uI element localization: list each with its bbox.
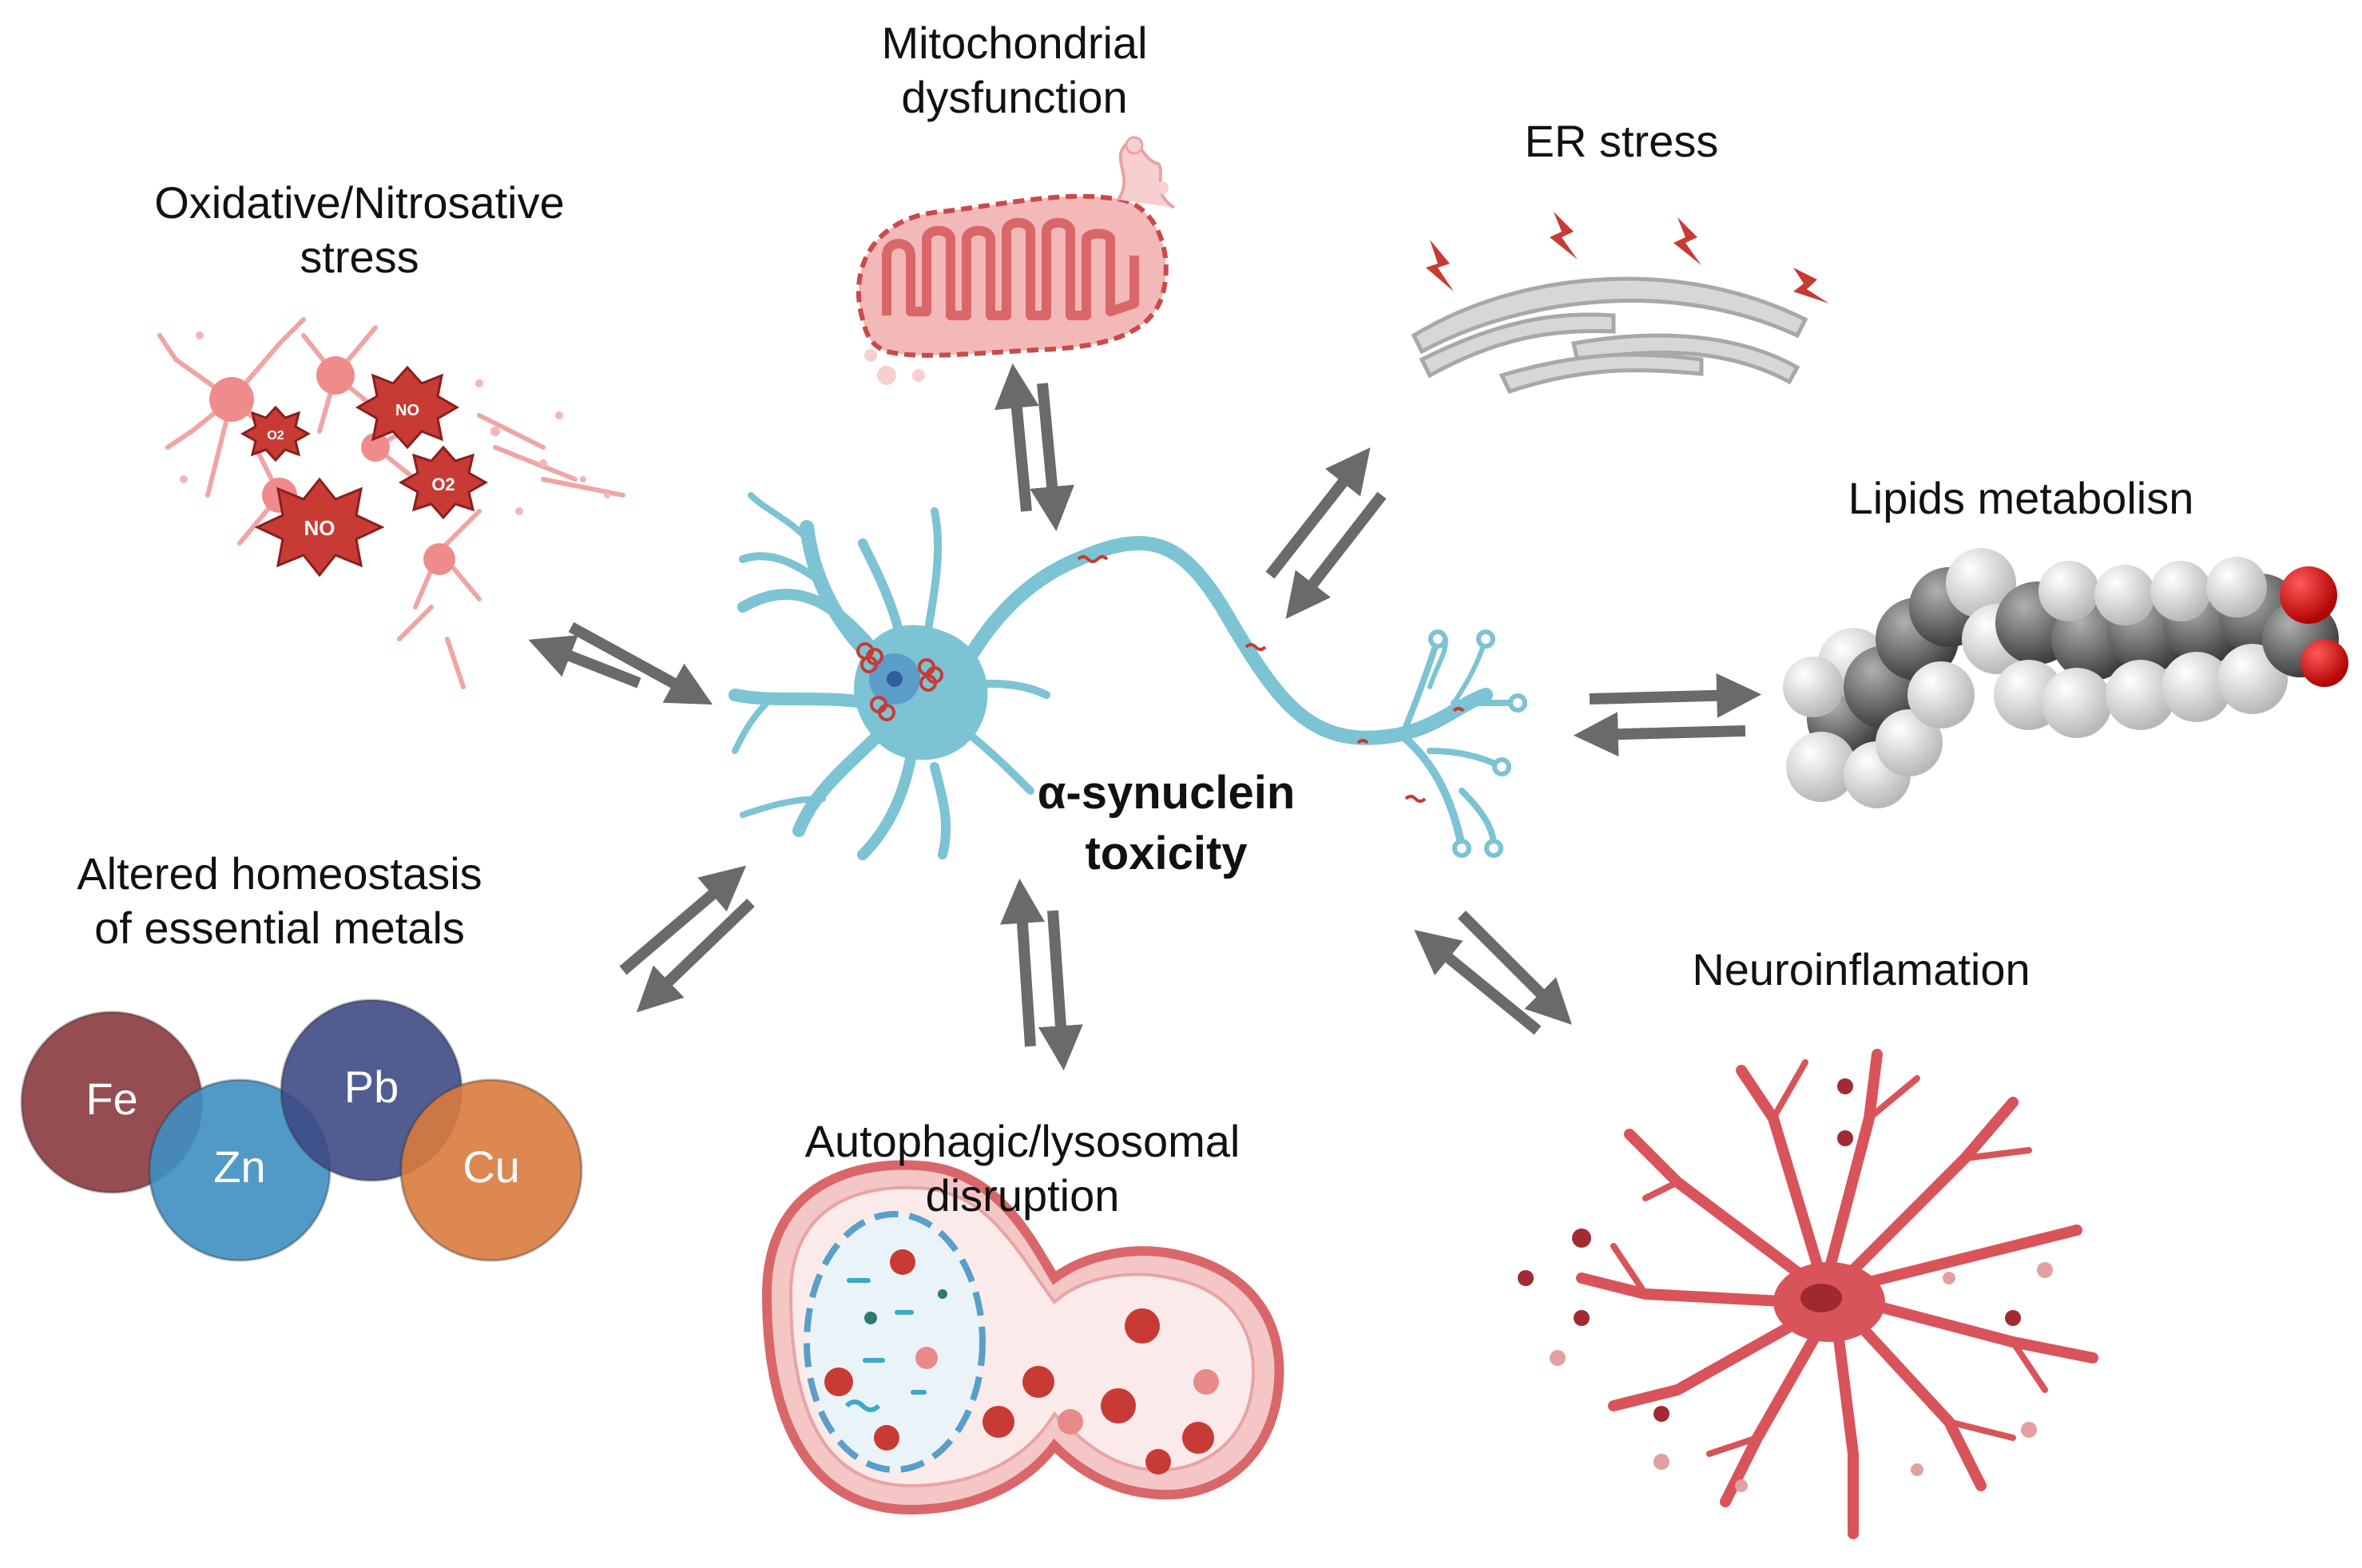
arrow-to-metals	[636, 898, 755, 1013]
metal-label-pb: Pb	[344, 1062, 399, 1112]
center-title-line1: α-synuclein	[1037, 767, 1296, 819]
astrocyte-illustration	[1518, 1049, 2098, 1539]
er-label-line1: ER stress	[1524, 116, 1719, 166]
autophagic-label-line1: Autophagic/lysosomal	[804, 1116, 1241, 1166]
oxidative-neurons-illustration: NO O2 O2 NO	[157, 317, 625, 689]
lysosome-illustration	[761, 1160, 1284, 1515]
oxidative-label-line2: stress	[300, 232, 419, 282]
arrow-from-mitochondrial	[1030, 383, 1075, 532]
metals-label: Altered homeostasis of essential metals	[24, 847, 535, 955]
metal-label-fe: Fe	[85, 1074, 137, 1124]
center-title-line2: toxicity	[1085, 828, 1248, 879]
arrow-to-autophagic	[1038, 910, 1083, 1071]
interaction-arrows	[528, 363, 1762, 1071]
mitochondrion-illustration	[855, 136, 1176, 385]
arrow-from-oxidative	[568, 621, 713, 705]
er-label: ER stress	[1462, 114, 1781, 169]
arrow-from-lipids	[1573, 712, 1746, 757]
metal-circle-cu	[399, 1078, 583, 1262]
oxidative-label: Oxidative/Nitrosative stress	[104, 176, 615, 284]
metals-label-line2: of essential metals	[94, 903, 465, 953]
lipid-molecule-illustration	[1783, 548, 2348, 808]
o2-star-right	[398, 445, 489, 520]
arrow-to-neuroinflammation	[1458, 911, 1572, 1025]
neuron-illustration	[728, 492, 1527, 860]
o2-label-right: O2	[431, 474, 455, 494]
o2-star-left	[240, 405, 312, 462]
center-title: α-synuclein toxicity	[983, 763, 1350, 884]
no-star-bottom	[254, 477, 385, 578]
arrow-from-metals	[619, 865, 747, 975]
arrow-from-autophagic	[1000, 878, 1045, 1047]
neuroinflammation-label-line1: Neuroinflamation	[1692, 944, 2031, 994]
neuroinflammation-label: Neuroinflamation	[1638, 943, 2085, 997]
no-label-top: NO	[395, 402, 419, 419]
er-illustration	[1411, 212, 1829, 395]
oxidative-label-line1: Oxidative/Nitrosative	[154, 177, 565, 228]
lipids-label: Lipids metabolisn	[1797, 471, 2245, 526]
arrow-to-oxidative	[528, 635, 641, 689]
autophagic-label-line2: disruption	[925, 1170, 1120, 1221]
no-star-top	[355, 365, 459, 450]
arrow-to-er	[1265, 447, 1371, 579]
arrow-to-mitochondrial	[994, 363, 1039, 512]
mitochondrial-label-line1: Mitochondrial	[881, 18, 1148, 68]
no-label-bottom: NO	[304, 516, 335, 540]
lipids-label-line1: Lipids metabolisn	[1848, 473, 2194, 523]
arrow-from-neuroinflammation	[1414, 930, 1542, 1035]
metals-label-line1: Altered homeostasis	[77, 848, 482, 899]
mitochondrial-label: Mitochondrial dysfunction	[815, 16, 1214, 125]
arrow-to-lipids	[1589, 673, 1762, 718]
autophagic-label: Autophagic/lysosomal disruption	[735, 1114, 1310, 1223]
metal-label-cu: Cu	[462, 1141, 520, 1192]
o2-label-left: O2	[267, 429, 284, 443]
arrow-from-er	[1285, 491, 1387, 619]
metal-label-zn: Zn	[213, 1141, 265, 1192]
mitochondrial-label-line2: dysfunction	[901, 72, 1128, 122]
